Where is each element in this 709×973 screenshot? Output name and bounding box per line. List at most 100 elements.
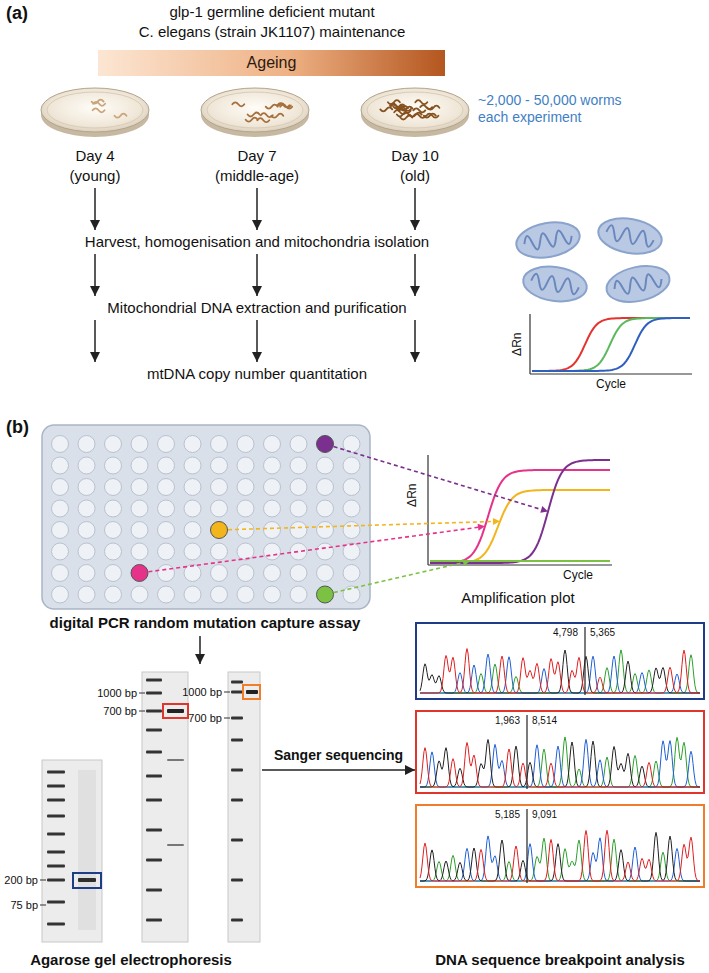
worm [388,100,400,104]
band-highlight [73,873,101,888]
plate-well [290,565,307,582]
plate-well [78,436,95,453]
plate-well [211,500,228,517]
gel-images [42,672,260,942]
chromatogram-trace [420,649,700,693]
mitochondrion [596,214,665,259]
plate-well [237,522,254,539]
plate-well [237,479,254,496]
timepoint-label: Day 10(old) [360,144,470,188]
gel-band [47,901,65,904]
gel-band [47,771,65,774]
figure-label: (b) [6,417,29,439]
cristae [605,224,655,247]
plate-well [317,522,334,539]
plate-well [211,522,228,539]
panel-caption: Agarose gel electrophoresis [30,951,232,969]
gel-smear [78,770,96,930]
figure-label: 1000 bp [97,687,137,700]
plate-well [78,479,95,496]
gel-band [146,889,162,892]
process-step: Mitochondrial DNA extraction and purific… [57,296,457,320]
gel-band [47,833,65,836]
flow-arrow [414,188,416,230]
gel-band [231,691,243,694]
leader-head [462,559,470,566]
breakpoint-position: 5,185 [494,809,521,821]
petri-dishes [41,88,469,137]
gel-band [47,879,65,882]
plate-well [78,522,95,539]
gel-band [47,815,65,818]
gel-band [246,690,258,694]
plate-well [211,543,228,560]
well-leader [228,522,493,530]
figure-label: Cycle [596,377,626,391]
gel-band [47,923,65,926]
qpcr-axes [530,314,692,374]
gel-band [47,851,65,854]
chromatogram-box: 1,963 8,514 [415,710,705,794]
plate-well [105,436,122,453]
gel-band [167,759,184,761]
band-highlight [243,685,260,699]
dish [361,88,469,132]
worm [246,118,258,122]
plate-well [211,565,228,582]
step-text: (middle-age) [202,167,312,185]
mitochondrion-body [514,218,583,263]
plate-well [184,500,201,517]
figure-label: 700 bp [188,712,222,725]
gel-panel [42,760,102,942]
worm [115,114,127,118]
mitochondrion [603,261,673,308]
worm [391,105,403,109]
plate-well [52,565,69,582]
breakpoint-line [526,809,527,883]
chromatogram-trace [420,737,700,787]
mitochondrion-body [596,214,665,259]
chromatogram-trace [420,832,700,881]
plate-well [78,586,95,603]
worm [277,103,289,107]
amplification-curve [532,318,690,371]
plate-well [211,479,228,496]
step-text: mtDNA copy number quantitation [57,365,457,383]
breakpoint-position: 8,514 [531,715,558,727]
gel-band [231,681,243,684]
plate-well [264,479,281,496]
breakpoint-position: 9,091 [531,809,558,821]
plate-well [105,500,122,517]
gel-band [231,717,243,720]
gel-band [231,769,243,772]
plate-well [317,543,334,560]
cristae [530,273,580,295]
plate-well [290,586,307,603]
x-axis [428,564,612,565]
plate-well [317,565,334,582]
flow-arrow [256,254,258,296]
gel-band [231,919,243,922]
breakpoint-line [526,715,527,789]
plate-well [184,543,201,560]
plate-well [237,586,254,603]
breakpoint-position: 1,963 [494,715,521,727]
plate-well [264,457,281,474]
plate-well [158,543,175,560]
figure-label: glp-1 germline deficient mutant [169,3,374,21]
plate-well [343,479,360,496]
plate-well [264,500,281,517]
gel-band [231,799,243,802]
dish [41,88,149,132]
worm [232,102,244,106]
worm [93,108,105,112]
dish-rim [207,92,303,128]
plate-well [52,436,69,453]
plate-well [131,565,148,582]
breakpoint-position: 4,798 [552,627,579,639]
plate-well [158,522,175,539]
timepoint-label: Day 7(middle-age) [202,144,312,188]
step-text: Day 10 [360,147,470,165]
flow-arrow [414,320,416,362]
